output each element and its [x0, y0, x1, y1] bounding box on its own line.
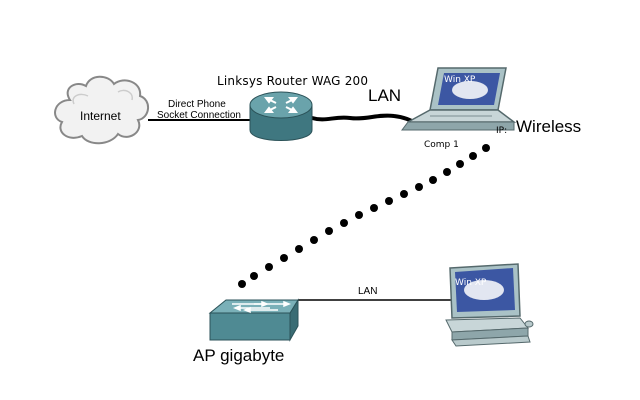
comp1-name-label: Comp 1	[424, 140, 459, 150]
wireless-label: Wireless	[516, 117, 582, 136]
cloud-icon	[54, 75, 149, 145]
comp1-screen-label: Win XP	[444, 75, 476, 85]
wireless-dotted-link	[238, 144, 490, 288]
comp1-ip-label: IP:	[496, 126, 508, 136]
router-label: Linksys Router WAG 200	[217, 74, 369, 88]
desktop-screen-label: Win XP	[455, 278, 487, 288]
desktop-computer-icon	[445, 263, 534, 347]
switch-icon	[208, 298, 299, 342]
phone-link-label-line2: Socket Connection	[157, 110, 241, 121]
internet-label: Internet	[80, 109, 121, 123]
laptop-icon	[401, 67, 517, 131]
phone-link-label-line1: Direct Phone	[168, 99, 226, 110]
ap-lan-label: LAN	[358, 286, 378, 297]
ap-label: AP gigabyte	[193, 346, 285, 365]
router-lan-label: LAN	[368, 86, 402, 105]
router-icon	[249, 91, 313, 141]
router-lan-link-line	[311, 113, 419, 126]
